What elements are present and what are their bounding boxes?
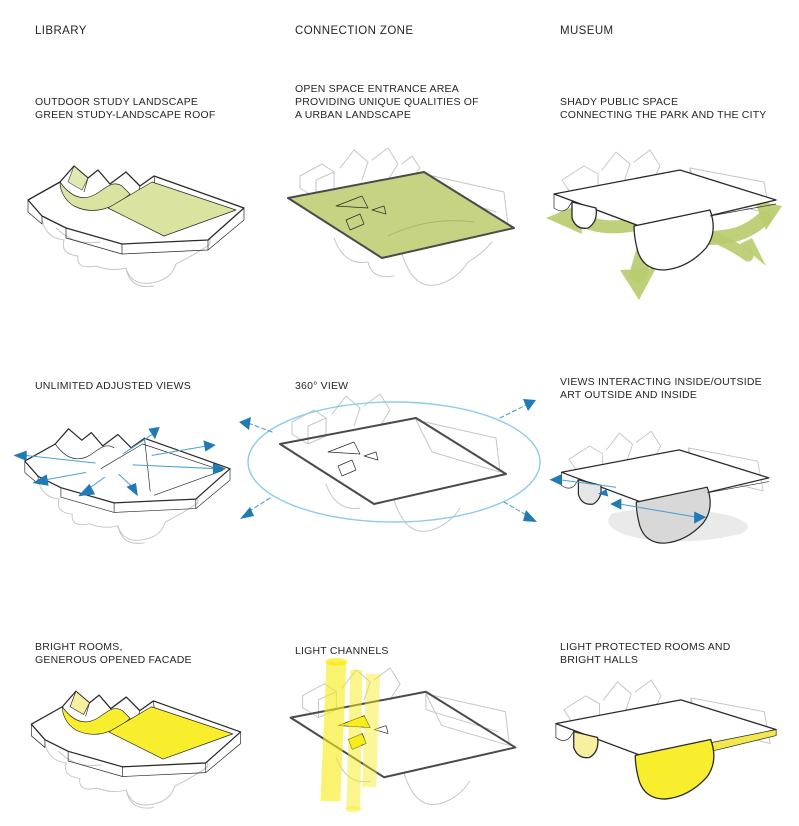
column-header-library: LIBRARY [35, 25, 87, 37]
museum-slab [555, 699, 777, 800]
view-arrows [239, 399, 537, 522]
caption-bright-rooms: BRIGHT ROOMS, GENEROUS OPENED FACADE [35, 641, 192, 666]
connection-zone-light-channels-diagram [289, 657, 517, 813]
building-outline [24, 428, 231, 513]
library-views-arrows-diagram [13, 426, 231, 544]
caption-open-space-entrance: OPEN SPACE ENTRANCE AREA PROVIDING UNIQU… [295, 83, 479, 121]
understructure-lines [44, 743, 209, 809]
faint-building-with-plane [279, 393, 507, 532]
museum-light-protected-diagram [555, 679, 777, 800]
museum-shade-flow-arrows-diagram [546, 149, 782, 300]
museum-slab [560, 449, 770, 544]
entrance-plane [287, 171, 515, 259]
museum-slab [553, 169, 777, 271]
green-roof-highlight [59, 165, 237, 237]
360-view-ellipse [247, 401, 541, 523]
light-beams [320, 657, 381, 813]
library-green-roof-diagram [27, 165, 245, 288]
understructure-lines [37, 479, 199, 544]
caption-outdoor-study-landscape: OUTDOOR STUDY LANDSCAPE GREEN STUDY-LAND… [35, 96, 216, 121]
caption-shady-public-space: SHADY PUBLIC SPACE CONNECTING THE PARK A… [560, 96, 767, 121]
column-header-museum: MUSEUM [560, 25, 614, 37]
caption-light-protected-rooms: LIGHT PROTECTED ROOMS AND BRIGHT HALLS [560, 641, 731, 666]
museum-views-inside-outside-diagram [549, 430, 770, 544]
arrow-up-right-head [754, 200, 782, 230]
caption-light-channels: LIGHT CHANNELS [295, 645, 389, 657]
caption-unlimited-adjusted-views: UNLIMITED ADJUSTED VIEWS [35, 380, 191, 392]
yellow-roof-highlight [61, 690, 234, 760]
connection-zone-360-view-diagram [239, 393, 541, 532]
arrow-down-head [620, 268, 656, 300]
connection-zone-entrance-plane-diagram [287, 147, 515, 286]
caption-360-view: 360° VIEW [295, 380, 349, 392]
library-bright-rooms-diagram [30, 690, 242, 809]
arrow-down-right-head [740, 238, 766, 266]
column-header-connection-zone: CONNECTION ZONE [295, 25, 414, 37]
faint-building-lines [302, 667, 510, 805]
view-arrows [13, 426, 227, 497]
view-arrows [549, 474, 707, 524]
caption-views-interacting: VIEWS INTERACTING INSIDE/OUTSIDE ART OUT… [560, 376, 762, 401]
